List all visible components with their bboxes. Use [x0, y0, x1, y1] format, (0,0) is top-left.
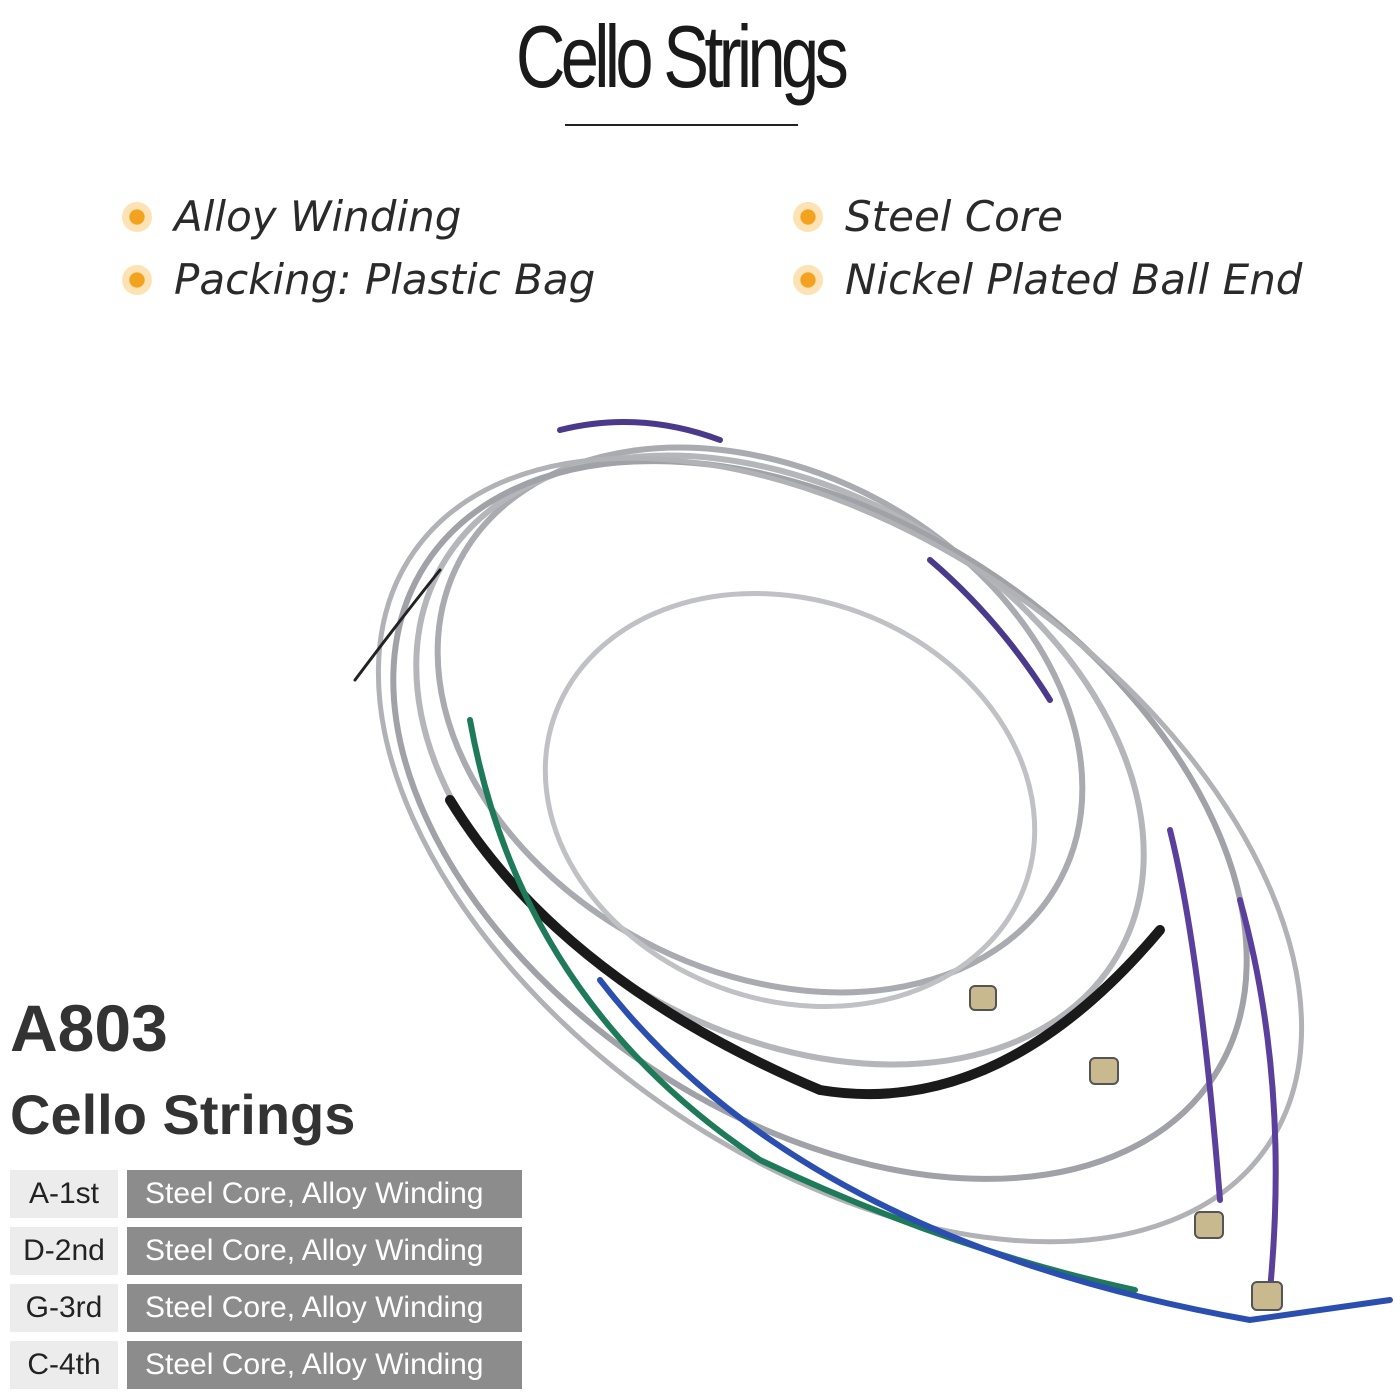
spec-row: C-4th Steel Core, Alloy Winding: [10, 1341, 522, 1389]
string-coil: [375, 455, 1305, 1245]
string-name: C-4th: [10, 1341, 118, 1389]
string-spec: Steel Core, Alloy Winding: [127, 1341, 522, 1389]
string-spec: Steel Core, Alloy Winding: [127, 1170, 522, 1218]
spec-table: A-1st Steel Core, Alloy Winding D-2nd St…: [10, 1170, 522, 1398]
purple-wrap: [1237, 897, 1279, 1293]
ball-end: [1251, 1281, 1283, 1311]
string-coil: [542, 591, 1038, 1009]
feature-alloy-winding: Alloy Winding: [122, 192, 461, 241]
product-name: Cello Strings: [10, 1083, 356, 1146]
spec-row: G-3rd Steel Core, Alloy Winding: [10, 1284, 522, 1332]
orange-bullet-icon: [793, 201, 823, 232]
purple-wrap: [1167, 827, 1223, 1203]
model-number: A803: [10, 991, 168, 1065]
string-tail: [353, 568, 442, 682]
spec-row: D-2nd Steel Core, Alloy Winding: [10, 1227, 522, 1275]
ball-end: [1089, 1057, 1119, 1085]
page-title: Cello Strings: [515, 7, 849, 106]
ball-end: [1194, 1211, 1224, 1239]
spec-row: A-1st Steel Core, Alloy Winding: [10, 1170, 522, 1218]
feature-label: Alloy Winding: [174, 192, 462, 241]
string-coil: [434, 444, 1086, 996]
feature-label: Nickel Plated Ball End: [845, 255, 1303, 304]
ball-end: [969, 985, 997, 1011]
string-spec: Steel Core, Alloy Winding: [127, 1284, 522, 1332]
feature-ball-end: Nickel Plated Ball End: [793, 255, 1302, 304]
blue-wrap: [597, 977, 1393, 1324]
purple-wrap: [557, 419, 723, 443]
feature-steel-core: Steel Core: [793, 192, 1063, 241]
string-name: A-1st: [10, 1170, 118, 1218]
orange-bullet-icon: [122, 264, 152, 295]
feature-packing: Packing: Plastic Bag: [122, 255, 595, 304]
cello-strings-image: [353, 419, 1393, 1324]
feature-label: Packing: Plastic Bag: [174, 255, 596, 304]
purple-wrap: [927, 557, 1053, 703]
orange-bullet-icon: [122, 201, 152, 232]
feature-label: Steel Core: [845, 192, 1063, 241]
orange-bullet-icon: [793, 264, 823, 295]
string-name: D-2nd: [10, 1227, 118, 1275]
string-spec: Steel Core, Alloy Winding: [127, 1227, 522, 1275]
string-name: G-3rd: [10, 1284, 118, 1332]
title-underline: [565, 124, 798, 126]
string-coil: [390, 458, 1250, 1182]
